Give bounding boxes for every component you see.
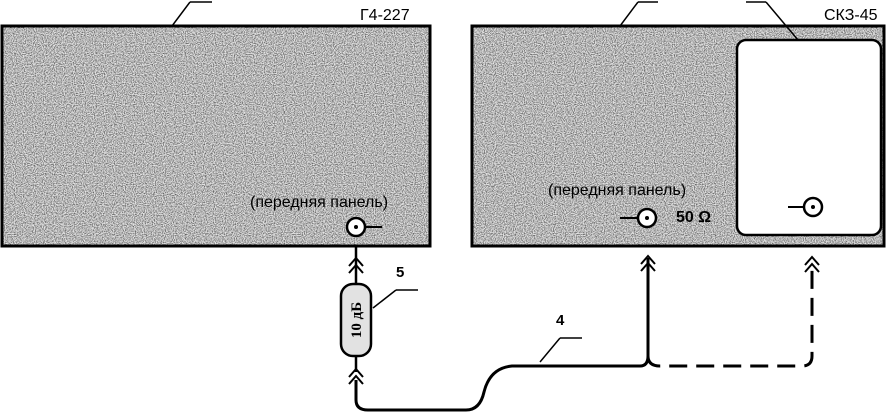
cable-leader-line: [539, 337, 561, 363]
meter-name: СКЗ-45: [824, 7, 878, 24]
meter-plugin-module: [735, 38, 883, 237]
coaxial-cable: 4: [354, 258, 814, 412]
generator-outline: [0, 24, 432, 248]
module-connector-pin: [811, 205, 815, 209]
generator-connector-pin: [354, 225, 358, 229]
module-leader-line: [765, 1, 799, 41]
generator-panel-label: (передняя панель): [250, 194, 388, 211]
attenuator-leader-line: [372, 289, 397, 309]
meter-panel-label: (передняя панель): [548, 182, 686, 199]
generator-instrument: Г4-227 (передняя панель): [0, 1, 432, 248]
meter-connector-pin: [645, 216, 649, 220]
meter-input-impedance: 50 Ω: [676, 209, 711, 226]
cable-solid-path: [354, 258, 650, 412]
meter-instrument: СКЗ-45 (передняя панель) 50 Ω: [470, 1, 886, 248]
generator-name: Г4-227: [360, 7, 410, 24]
meter-outline: [470, 24, 886, 248]
cable-dashed-alternate-path: [646, 262, 814, 368]
attenuator: 10 дБ 5: [339, 246, 418, 372]
generator-panel-grain: [2, 26, 430, 246]
attenuator-callout: 5: [396, 264, 404, 281]
cable-callout: 4: [556, 312, 565, 329]
generator-leader-line: [171, 1, 191, 27]
module-plug-chevron: [804, 255, 820, 273]
meter-leader-line: [619, 1, 639, 27]
attenuator-label: 10 дБ: [349, 302, 365, 338]
